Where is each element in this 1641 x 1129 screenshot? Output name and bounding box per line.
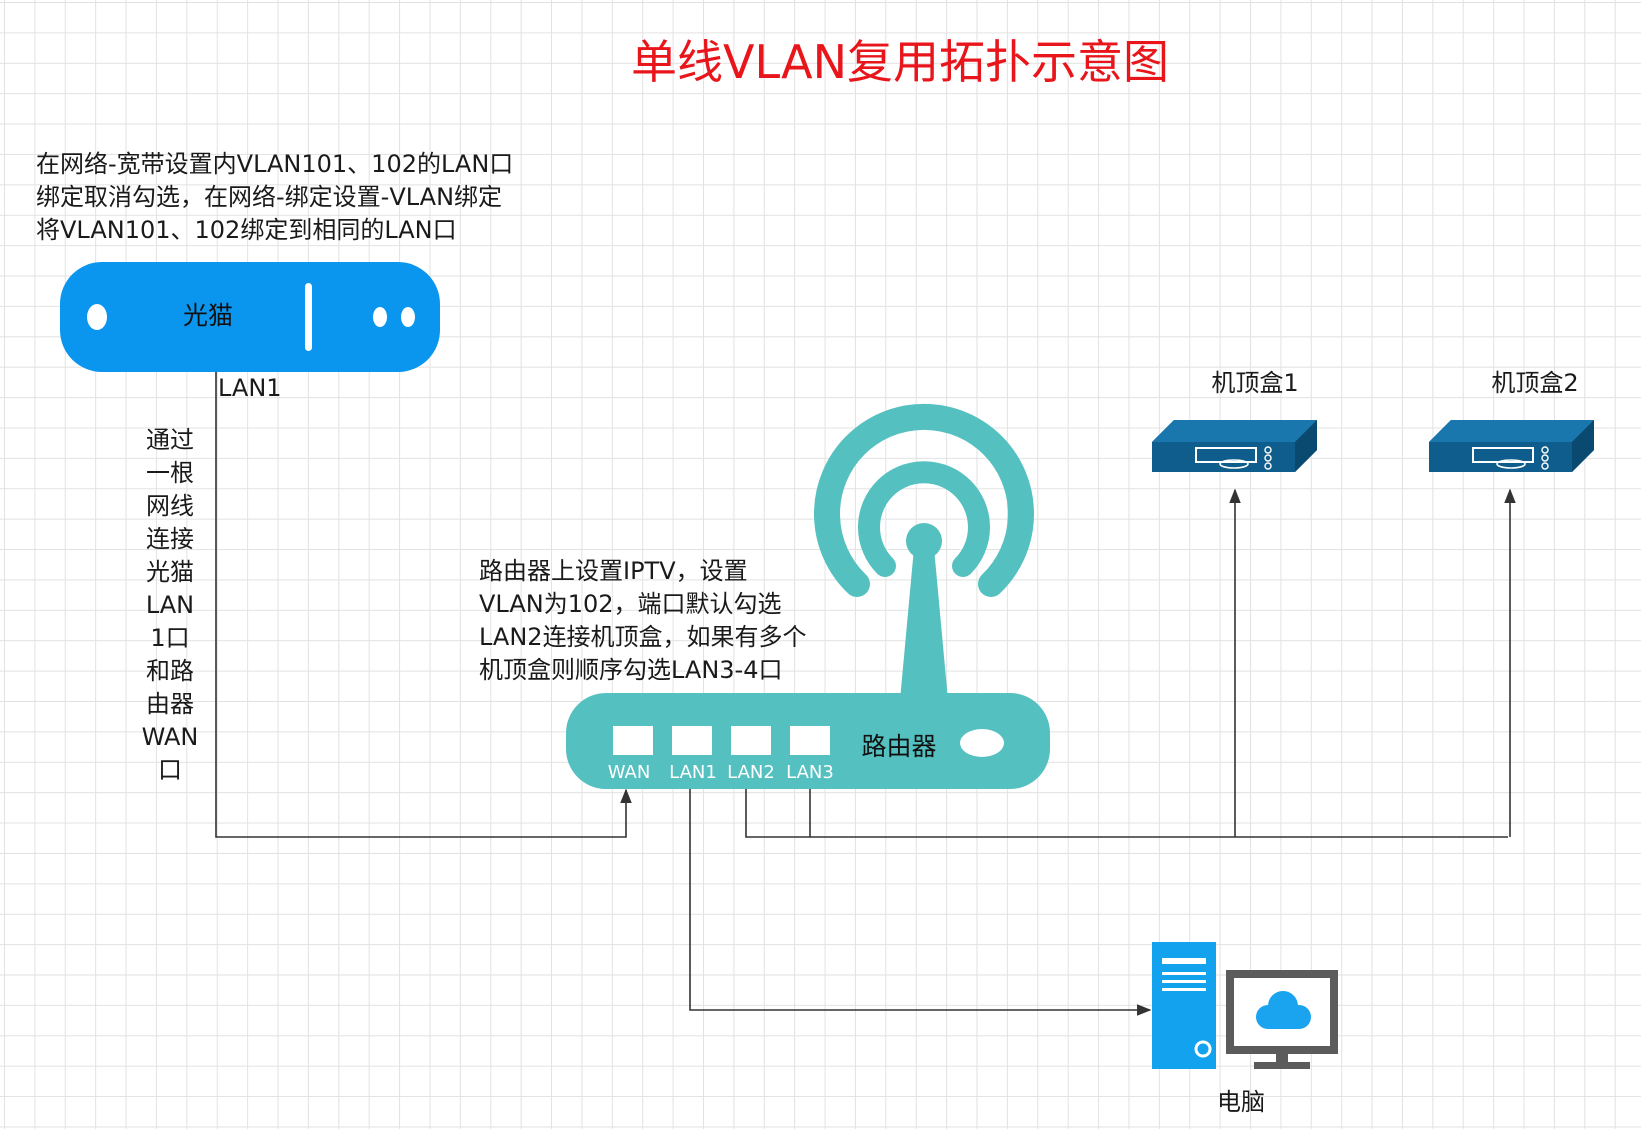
- cable-note-line: 光猫: [146, 558, 194, 586]
- cable-note-line: 由器: [146, 690, 194, 718]
- cable-note-line: 网线: [146, 492, 194, 520]
- modem-note-line: 在网络-宽带设置内VLAN101、102的LAN口: [36, 150, 514, 178]
- stb1-label: 机顶盒1: [1211, 369, 1299, 397]
- diagram-title: 单线VLAN复用拓扑示意图: [630, 35, 1170, 89]
- connection-lines: [215, 372, 1516, 1016]
- stb2-label: 机顶盒2: [1491, 369, 1579, 397]
- router-port-wan-label: WAN: [608, 762, 651, 783]
- router-port-lan3-label: LAN3: [786, 762, 834, 783]
- router-note-line: 路由器上设置IPTV，设置: [479, 557, 748, 585]
- cable-note-line: 和路: [146, 657, 194, 685]
- cable-note-line: 一根: [146, 459, 194, 487]
- router-note-line: LAN2连接机顶盒，如果有多个: [479, 623, 807, 651]
- desktop-computer-icon: [1152, 942, 1338, 1069]
- router-note-line: 机顶盒则顺序勾选LAN3-4口: [479, 656, 783, 684]
- modem-lan1-label: LAN1: [218, 374, 282, 402]
- router-config-note: 路由器上设置IPTV，设置 VLAN为102，端口默认勾选 LAN2连接机顶盒，…: [479, 555, 807, 687]
- cable-note-line: 口: [158, 756, 182, 784]
- cable-note-line: 连接: [146, 525, 194, 553]
- modem-label: 光猫: [183, 301, 233, 330]
- wifi-router-icon: 路由器 WAN LAN1 LAN2 LAN3: [566, 403, 1050, 789]
- router-port-lan2-label: LAN2: [727, 762, 775, 783]
- cable-note-line: WAN: [141, 723, 199, 751]
- optical-modem-icon: 光猫: [60, 262, 440, 372]
- router-note-line: VLAN为102，端口默认勾选: [479, 590, 782, 618]
- cable-note-line: LAN: [145, 591, 195, 619]
- router-lan2-bus-line: [745, 788, 1508, 838]
- modem-to-router-wan-line: [215, 372, 632, 838]
- cable-note-line: 1口: [150, 624, 190, 652]
- modem-note-line: 绑定取消勾选，在网络-绑定设置-VLAN绑定: [36, 183, 503, 211]
- set-top-box-icon: [1429, 420, 1594, 472]
- cable-connection-note: 通过 一根 网线 连接 光猫 LAN 1口 和路 由器 WAN 口: [130, 424, 210, 787]
- modem-config-note: 在网络-宽带设置内VLAN101、102的LAN口 绑定取消勾选，在网络-绑定设…: [36, 148, 513, 247]
- modem-note-line: 将VLAN101、102绑定到相同的LAN口: [36, 216, 457, 244]
- router-label: 路由器: [861, 732, 936, 761]
- cloud-icon: [1256, 991, 1311, 1029]
- cable-note-line: 通过: [146, 426, 194, 454]
- set-top-box-icon: [1152, 420, 1317, 472]
- router-lan1-to-pc-line: [689, 788, 1152, 1016]
- pc-label: 电脑: [1217, 1088, 1265, 1116]
- router-port-lan1-label: LAN1: [669, 762, 717, 783]
